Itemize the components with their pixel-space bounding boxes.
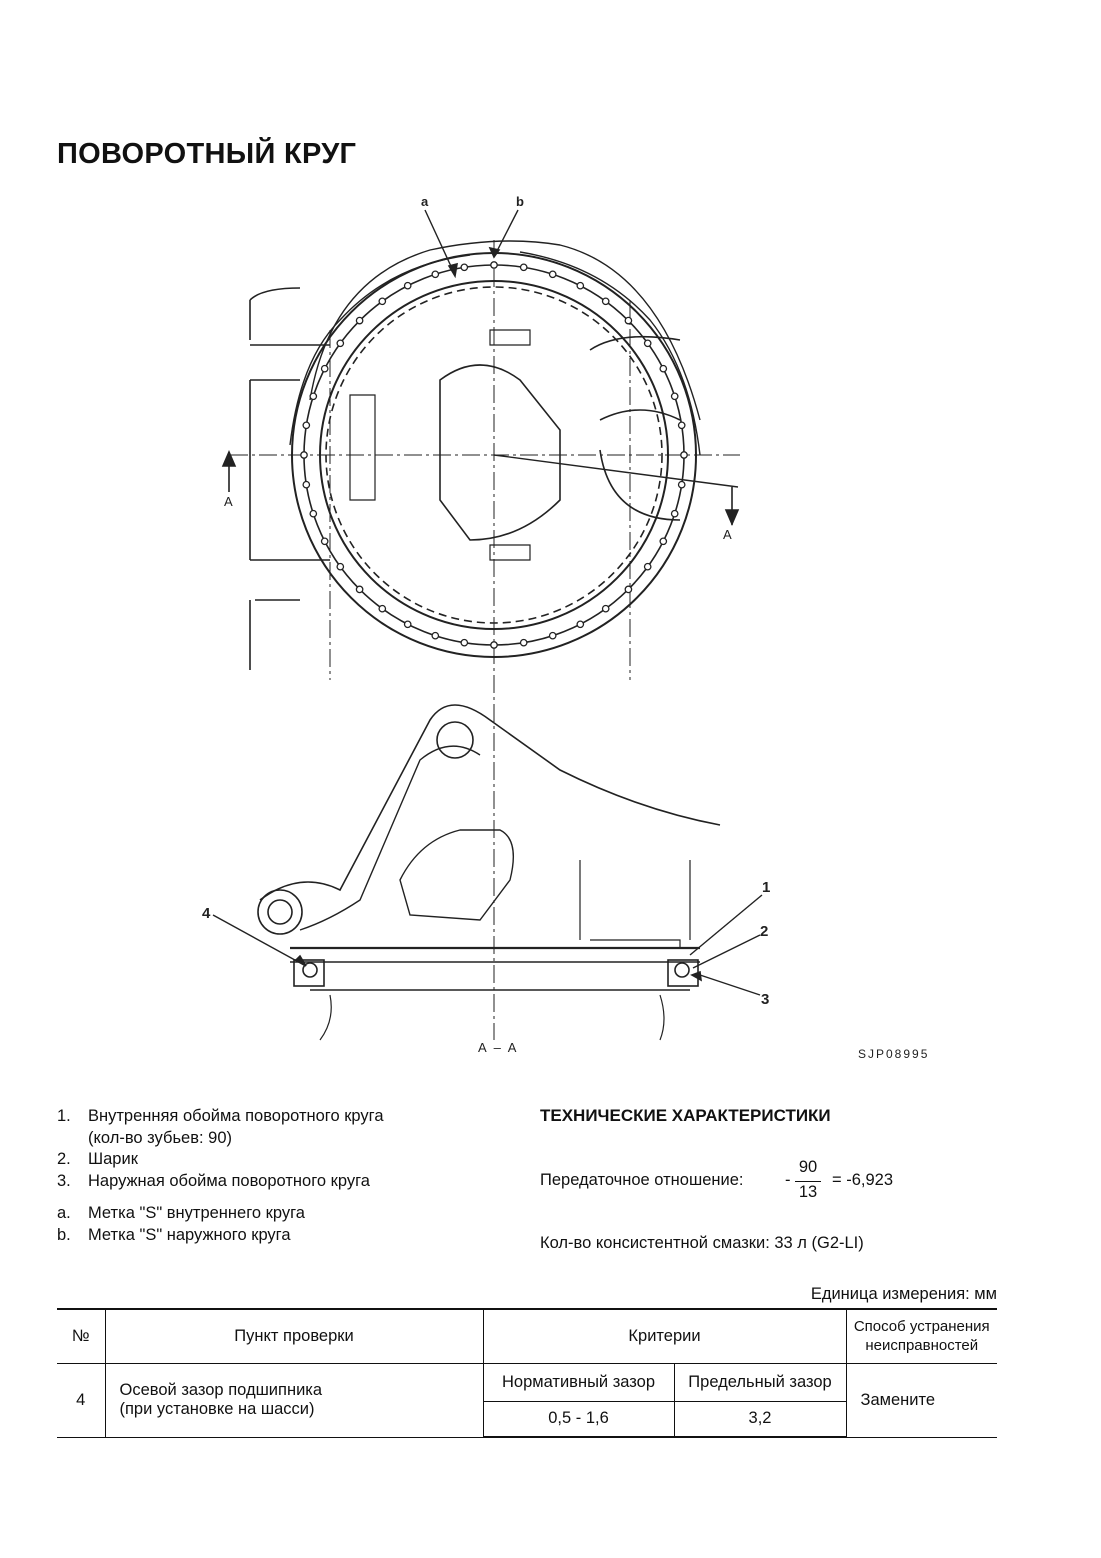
row-no: 4 (57, 1362, 106, 1438)
page-title: ПОВОРОТНЫЙ КРУГ (57, 138, 357, 170)
gear-ratio: Передаточное отношение: - 90 13 = -6,923 (540, 1158, 1000, 1204)
bolt-hole (680, 451, 688, 459)
legend-mark: a.Метка "S" внутреннего круга (57, 1204, 305, 1222)
callout-1: 1 (762, 879, 770, 896)
bolt-hole (519, 638, 528, 647)
label-b: b (516, 194, 524, 209)
bolt-hole (431, 631, 440, 640)
callout-3: 3 (761, 991, 769, 1008)
legend-item: 2.Шарик (57, 1150, 138, 1168)
technical-drawing: a b A A 1 2 3 4 A – A SJP08995 (202, 194, 929, 1061)
callout-4: 4 (202, 905, 211, 922)
section-mark-right: A (723, 527, 732, 542)
bolt-hole (378, 297, 387, 306)
bolt-hole (336, 339, 345, 348)
ratio-denominator: 13 (798, 1183, 818, 1201)
technical-specs: ТЕХНИЧЕСКИЕ ХАРАКТЕРИСТИКИ Передаточное … (540, 1106, 893, 1252)
legend-mark: b.Метка "S" наружного круга (57, 1225, 291, 1244)
bolt-hole (659, 537, 668, 546)
bolt-hole (355, 316, 364, 325)
legend-item: 1.Внутренняя обойма поворотного круга (57, 1107, 384, 1125)
bolt-hole (576, 620, 585, 629)
bolt-hole (302, 421, 311, 430)
bolt-hole (624, 585, 633, 594)
bolt-hole (643, 339, 652, 348)
header-item: Пункт проверки (104, 1308, 484, 1364)
header-no: № (57, 1308, 106, 1364)
bolt-hole (548, 270, 557, 279)
grease-amount: Кол-во консистентной смазки: 33 л (G2-LI… (540, 1234, 864, 1252)
ratio-sign: - (785, 1171, 791, 1189)
bolt-hole (677, 421, 686, 430)
section-title: A – A (478, 1040, 518, 1055)
bolt-hole (300, 451, 308, 459)
bolt-hole (601, 604, 610, 613)
bolt-hole (601, 297, 610, 306)
bolt-hole (624, 316, 633, 325)
bolt-hole (403, 281, 412, 290)
header-criteria: Критерии (482, 1308, 847, 1364)
bolt-hole (677, 480, 686, 489)
bolt-hole (431, 270, 440, 279)
drawing-code: SJP08995 (858, 1047, 929, 1061)
bolt-hole (490, 641, 498, 649)
legend-item: (кол-во зубьев: 90) (88, 1128, 232, 1147)
bolt-hole (460, 263, 469, 272)
ratio-numerator: 90 (798, 1158, 818, 1176)
limit-clearance-value: 3,2 (673, 1400, 846, 1438)
bolt-hole (659, 364, 668, 373)
bolt-hole (670, 509, 679, 518)
fraction-bar (795, 1181, 821, 1182)
swing-circle-drawing: a b A A 1 2 3 4 A – A SJP08995 (190, 185, 950, 1070)
bolt-hole (576, 281, 585, 290)
bolt-hole (320, 364, 329, 373)
ratio-result: = -6,923 (832, 1171, 894, 1189)
table-row: 4 Осевой зазор подшипника(при установке … (57, 1362, 997, 1438)
specs-heading: ТЕХНИЧЕСКИЕ ХАРАКТЕРИСТИКИ (540, 1106, 831, 1125)
std-clearance-value: 0,5 - 1,6 (483, 1400, 675, 1438)
bolt-hole (490, 261, 498, 269)
bolt-hole (336, 562, 345, 571)
bolt-hole (670, 392, 679, 401)
legend-item: 3.Наружная обойма поворотного круга (57, 1171, 370, 1190)
bolt-hole (309, 509, 318, 518)
ratio-label: Передаточное отношение: (540, 1171, 744, 1189)
table-row: 0,5 - 1,6 3,2 (57, 1400, 997, 1438)
bolt-hole (548, 631, 557, 640)
section-mark-left: A (224, 494, 233, 509)
bolt-hole (460, 638, 469, 647)
row-remedy: Замените (845, 1362, 997, 1438)
table-header-row: № Пункт проверки Критерии Способ устране… (57, 1308, 997, 1364)
bolt-hole (320, 537, 329, 546)
bolt-hole (355, 585, 364, 594)
bolt-hole (403, 620, 412, 629)
std-clearance-label: Нормативный зазор (482, 1362, 675, 1402)
label-a: a (421, 194, 429, 209)
row-item: Осевой зазор подшипника(при установке на… (104, 1362, 484, 1438)
bolt-hole (302, 480, 311, 489)
unit-note: Единица измерения: мм (810, 1285, 997, 1303)
parts-legend: 1.Внутренняя обойма поворотного круга (к… (57, 1106, 384, 1246)
bolt-hole (643, 562, 652, 571)
callout-2: 2 (760, 923, 768, 940)
limit-clearance-label: Предельный зазор (673, 1362, 847, 1402)
bolt-hole (519, 263, 528, 272)
bolt-hole (309, 392, 318, 401)
bolt-hole (378, 604, 387, 613)
criteria-table: № Пункт проверки Критерии Способ устране… (57, 1308, 997, 1438)
